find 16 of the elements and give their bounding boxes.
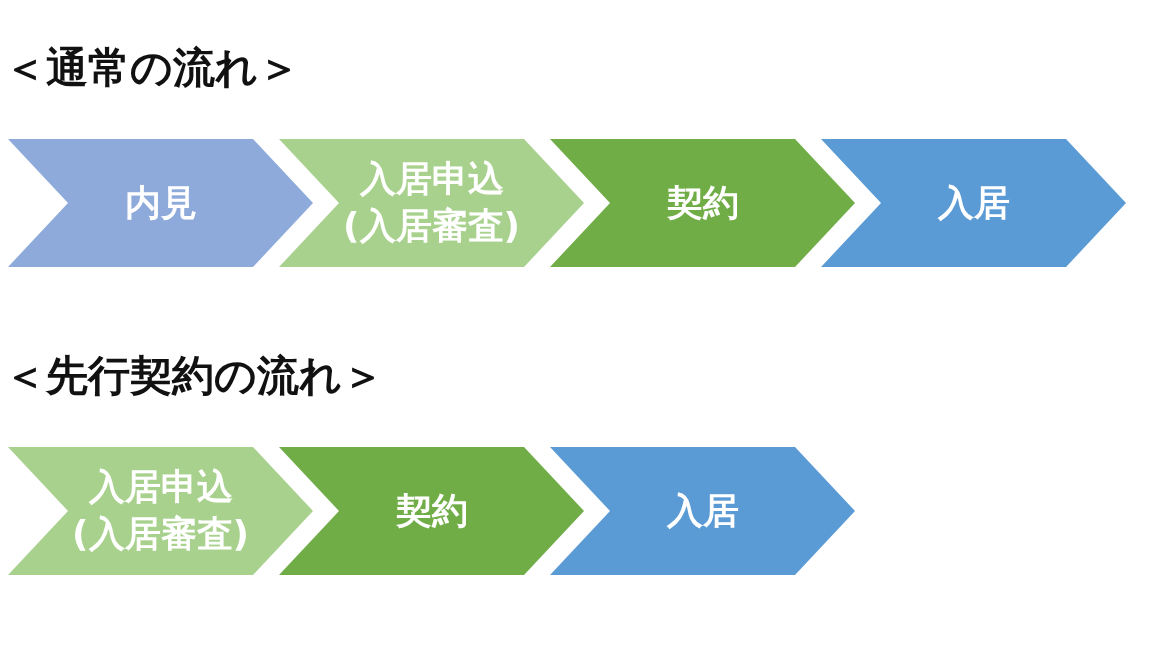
step-label: 入居申込(入居審査) [71, 465, 250, 556]
process-step [279, 447, 584, 575]
process-step [8, 139, 313, 267]
step-label: 入居 [937, 180, 1010, 225]
process-step [279, 139, 584, 267]
section-heading: ＜通常の流れ＞ [4, 44, 300, 93]
process-step [821, 139, 1126, 267]
step-label: 内見 [124, 180, 197, 225]
process-step [8, 447, 313, 575]
step-label: 契約 [395, 488, 468, 533]
step-label: 契約 [666, 180, 739, 225]
section-heading: ＜先行契約の流れ＞ [4, 352, 384, 401]
process-step [550, 447, 855, 575]
process-step [550, 139, 855, 267]
step-label: 入居申込(入居審査) [342, 157, 521, 248]
step-label: 入居 [666, 488, 739, 533]
